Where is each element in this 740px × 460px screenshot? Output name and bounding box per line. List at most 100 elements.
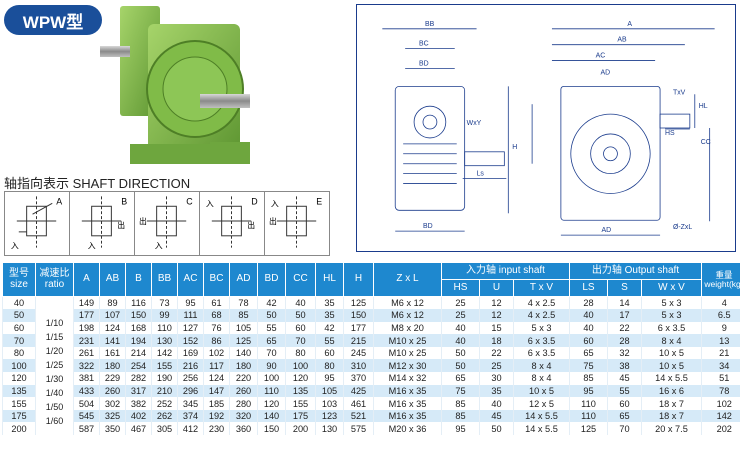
svg-text:C: C — [186, 196, 193, 206]
table-cell: 80 — [285, 346, 316, 360]
table-cell: 20 x 7.5 — [641, 422, 702, 436]
table-cell: 177 — [73, 309, 100, 322]
ratio-cell — [35, 296, 74, 310]
svg-text:H: H — [512, 144, 517, 151]
ratio-value: 1/50 — [45, 402, 64, 413]
table-cell: 155 — [2, 397, 36, 410]
table-cell: 124 — [99, 321, 126, 335]
table-cell: 18 — [479, 334, 514, 347]
table-cell: 180 — [229, 359, 258, 373]
table-cell: 200 — [2, 422, 36, 436]
table-cell: 310 — [343, 359, 374, 373]
table-cell: 75 — [441, 384, 480, 398]
table-cell: 35 — [315, 309, 344, 322]
table-cell: 545 — [73, 409, 100, 423]
ratio-value: 1/15 — [45, 332, 64, 343]
svg-text:BD: BD — [419, 61, 429, 68]
table-cell: 12 — [479, 296, 514, 310]
table-cell: 141 — [99, 334, 126, 347]
table-cell: 260 — [99, 384, 126, 398]
table-cell: 245 — [343, 346, 374, 360]
table-cell: 402 — [125, 409, 152, 423]
ratio-value: 1/30 — [45, 374, 64, 385]
table-cell: 28 — [569, 296, 608, 310]
table-cell: 10 x 5 — [641, 359, 702, 373]
table-cell: 262 — [151, 409, 178, 423]
table-cell: 70 — [607, 422, 642, 436]
table-cell: 70 — [2, 334, 36, 347]
table-cell: 102 — [203, 346, 230, 360]
svg-text:AD: AD — [602, 227, 612, 234]
svg-text:BD: BD — [423, 223, 433, 230]
table-cell: 40 — [2, 296, 36, 310]
table-cell: 18 x 7 — [641, 409, 702, 423]
table-cell: M16 x 35 — [373, 397, 442, 410]
direction-a: A 入 — [5, 192, 70, 255]
table-cell: 168 — [125, 321, 152, 335]
table-cell: 22 — [607, 321, 642, 335]
table-cell: 80 — [2, 346, 36, 360]
svg-text:BB: BB — [425, 21, 435, 28]
svg-text:入: 入 — [155, 242, 163, 251]
table-cell: 85 — [229, 309, 258, 322]
svg-text:HS: HS — [665, 130, 675, 137]
table-cell: 38 — [607, 359, 642, 373]
table-cell: 80 — [315, 359, 344, 373]
table-cell: 50 — [2, 309, 36, 322]
header-ratio: 减速比 ratio — [35, 262, 74, 297]
table-cell: 40 — [441, 334, 480, 347]
table-cell: 68 — [203, 309, 230, 322]
table-cell: 152 — [177, 334, 204, 347]
table-cell: 6.5 — [701, 309, 740, 322]
table-cell: 40 — [285, 296, 316, 310]
table-cell: 282 — [125, 372, 152, 385]
table-cell: 575 — [343, 422, 374, 436]
table-cell: 210 — [151, 384, 178, 398]
table-cell: 65 — [569, 346, 608, 360]
table-cell: 142 — [151, 346, 178, 360]
table-cell: 100 — [285, 359, 316, 373]
svg-text:Ls: Ls — [477, 171, 485, 178]
table-cell: 296 — [177, 384, 204, 398]
svg-text:出: 出 — [269, 216, 277, 226]
table-cell: 215 — [343, 334, 374, 347]
table-cell: 6 x 3.5 — [513, 346, 570, 360]
table-cell: 65 — [607, 409, 642, 423]
table-cell: 14 x 5.5 — [641, 372, 702, 385]
table-cell: 214 — [125, 346, 152, 360]
ratio-value: 1/20 — [45, 346, 64, 357]
svg-text:TxV: TxV — [673, 89, 686, 96]
table-cell: 325 — [99, 409, 126, 423]
table-cell: 95 — [315, 372, 344, 385]
table-cell: 155 — [285, 397, 316, 410]
table-cell: 86 — [203, 334, 230, 347]
table-cell: 51 — [701, 372, 740, 385]
table-cell: 192 — [203, 409, 230, 423]
svg-text:AC: AC — [596, 53, 606, 60]
table-cell: 175 — [285, 409, 316, 423]
direction-c: C 出 入 — [135, 192, 200, 255]
table-cell: 99 — [151, 309, 178, 322]
table-cell: 155 — [151, 359, 178, 373]
direction-a-in: 入 — [11, 242, 19, 251]
table-cell: 142 — [701, 409, 740, 423]
table-cell: 111 — [177, 309, 204, 322]
table-cell: 16 x 6 — [641, 384, 702, 398]
direction-d: D 出 入 — [200, 192, 265, 255]
table-cell: 381 — [73, 372, 100, 385]
table-cell: 116 — [125, 296, 152, 310]
table-cell: 6 x 3.5 — [513, 334, 570, 347]
table-cell: 5 x 3 — [641, 309, 702, 322]
ratio-value: 1/10 — [45, 318, 64, 329]
table-cell: 256 — [177, 372, 204, 385]
table-cell: 60 — [607, 397, 642, 410]
table-cell: 90 — [257, 359, 286, 373]
table-cell: 25 — [441, 296, 480, 310]
table-cell: 18 x 7 — [641, 397, 702, 410]
